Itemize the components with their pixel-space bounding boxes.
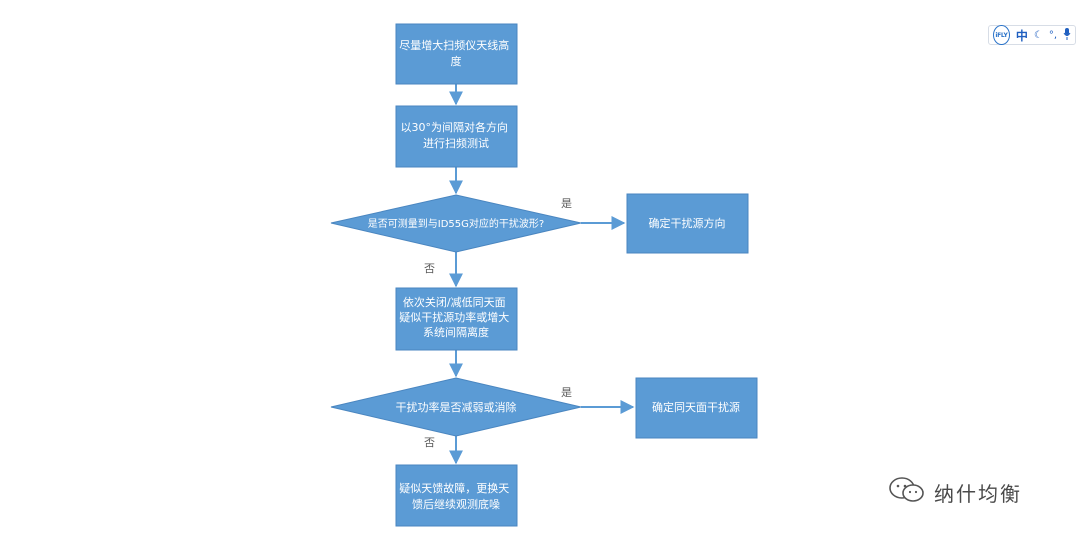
ime-logo: iFLY	[993, 25, 1010, 45]
svg-text:以30°为间隔对各方向 进行扫频测试: 以30°为间隔对各方向 进行扫频测试	[401, 120, 512, 150]
result-box-2: 确定同天面干扰源	[635, 377, 758, 439]
result-box-1: 确定干扰源方向	[626, 193, 749, 254]
decision1-text: 是否可测量到与ID55G对应的干扰波形?	[368, 217, 544, 230]
step3-line1: 依次关闭/减低同天面	[403, 295, 506, 309]
mic-icon[interactable]	[1063, 27, 1071, 43]
decision-diamond-2: 干扰功率是否减弱或消除	[330, 377, 582, 437]
step4-line2: 馈后继续观测底噪	[412, 497, 500, 511]
decision-diamond-1: 是否可测量到与ID55G对应的干扰波形?	[330, 194, 582, 253]
yes-label-1: 是	[561, 197, 572, 210]
process-box-step3: 依次关闭/减低同天面 疑似干扰源功率或增大 系统间隔离度	[395, 287, 518, 351]
wechat-icon	[888, 476, 926, 508]
step1-line2: 度	[451, 54, 462, 68]
step4-line1: 疑似天馈故障，更换天	[399, 481, 509, 495]
ime-mode-label[interactable]: 中	[1015, 28, 1028, 43]
svg-text:依次关闭/减低同天面 疑似干扰源功率或增大: 依次关闭/减低同天面 疑似干扰源功率或增大 系统间隔离度	[399, 295, 513, 339]
watermark: 纳什均衡	[888, 476, 1022, 508]
result1-text: 确定干扰源方向	[649, 216, 726, 230]
step3-line2: 疑似干扰源功率或增大	[399, 310, 509, 324]
connectors	[449, 84, 635, 465]
process-box-step2: 以30°为间隔对各方向 进行扫频测试	[395, 105, 518, 168]
result2-text: 确定同天面干扰源	[652, 400, 740, 414]
svg-text:尽量增大扫频仪天线高 度: 尽量增大扫频仪天线高 度	[399, 38, 513, 68]
step1-line1: 尽量增大扫频仪天线高	[399, 38, 509, 52]
svg-text:疑似天馈故障，更换天 馈后继续观测底噪: 疑似天馈故障，更换天 馈后继续观测底噪	[399, 481, 513, 511]
decision2-text: 干扰功率是否减弱或消除	[396, 400, 517, 414]
watermark-text: 纳什均衡	[934, 481, 1022, 506]
step2-line1: 以30°为间隔对各方向	[401, 120, 509, 134]
ime-toolbar[interactable]: iFLY 中 ☾ °,	[988, 25, 1076, 45]
step3-line3: 系统间隔离度	[423, 325, 489, 339]
process-box-step1: 尽量增大扫频仪天线高 度	[395, 23, 518, 85]
dot-icon[interactable]: °,	[1048, 29, 1057, 41]
moon-icon[interactable]: ☾	[1033, 29, 1043, 41]
process-box-step4: 疑似天馈故障，更换天 馈后继续观测底噪	[395, 464, 518, 527]
no-label-2: 否	[424, 436, 435, 449]
step2-line2: 进行扫频测试	[423, 136, 489, 150]
no-label-1: 否	[424, 262, 435, 275]
yes-label-2: 是	[561, 386, 572, 399]
